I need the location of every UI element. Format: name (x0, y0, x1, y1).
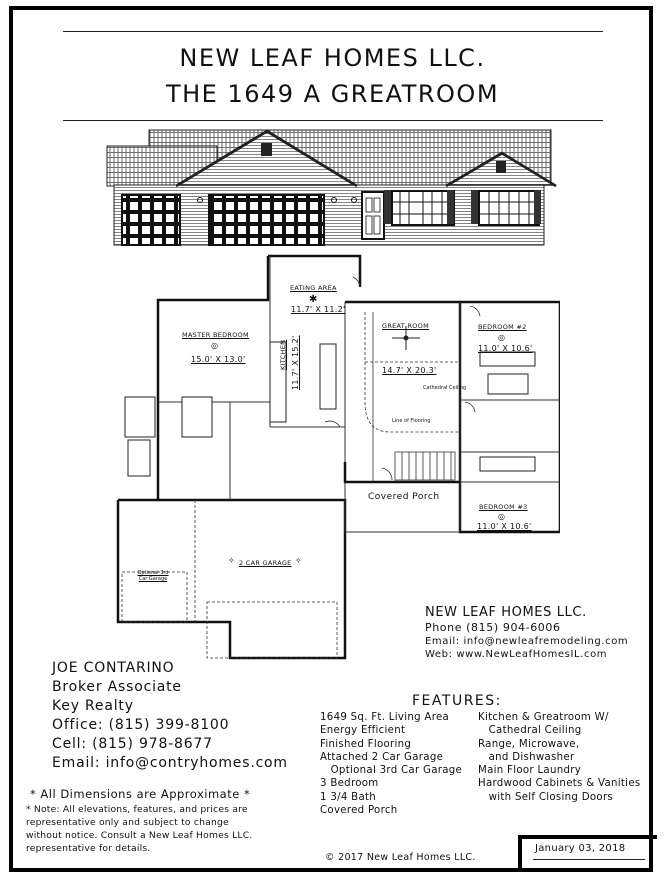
feature-item: Covered Porch (320, 805, 398, 817)
room-label-covered-porch: Covered Porch (368, 492, 440, 502)
agent-cell-phone: Cell: (815) 978-8677 (52, 736, 213, 752)
feature-item: Cathedral Ceiling (478, 725, 582, 737)
room-label-eating-area: EATING AREA (290, 284, 337, 292)
feature-item: Finished Flooring (320, 738, 412, 750)
optional-third-garage-note: Optional 3rd Car Garage (137, 570, 169, 582)
garage-light-icon: ✧ (295, 556, 302, 565)
cathedral-ceiling-note: Cathedral Ceiling (423, 385, 467, 391)
room-size-bedroom-3: 11.0' X 10.6' (477, 522, 532, 531)
ceiling-light-icon: ◎ (498, 333, 505, 342)
room-label-master-bedroom: MASTER BEDROOM (182, 331, 249, 339)
room-size-kitchen: 11.7' X 15.2' (291, 335, 300, 391)
feature-item: Main Floor Laundry (478, 765, 582, 777)
company-title: NEW LEAF HOMES LLC. (179, 44, 486, 72)
chandelier-icon: ✱ (309, 294, 318, 305)
feature-item: Range, Microwave, (478, 738, 580, 750)
feature-item: Optional 3rd Car Garage (320, 765, 463, 777)
ceiling-light-icon: ◎ (211, 341, 218, 350)
company-name: NEW LEAF HOMES LLC. (425, 605, 587, 620)
features-list-left: 1649 Sq. Ft. Living Area Energy Efficien… (320, 711, 462, 817)
garage-light-icon: ✧ (228, 556, 235, 565)
agent-office-phone: Office: (815) 399-8100 (52, 717, 230, 733)
room-label-great-room: GREAT ROOM (382, 322, 429, 330)
ceiling-light-icon: ◎ (498, 512, 505, 521)
room-label-bedroom-3: BEDROOM #3 (479, 503, 528, 511)
feature-item: Kitchen & Greatroom W/ (478, 712, 609, 723)
plan-date: January 03, 2018 (535, 843, 626, 854)
room-label-kitchen: KITCHEN (279, 339, 287, 370)
date-box (518, 835, 657, 872)
header-rule-bottom (63, 120, 603, 121)
disclaimer-line: representative only and subject to chang… (26, 817, 229, 828)
company-website[interactable]: Web: www.NewLeafHomesIL.com (425, 649, 608, 660)
room-size-eating-area: 11.7' X 11.2' (291, 305, 346, 314)
house-elevation-drawing (106, 129, 557, 246)
disclaimer-line: * Note: All elevations, features, and pr… (26, 804, 248, 815)
feature-item: 3 Bedroom (320, 778, 379, 790)
feature-item: Energy Efficient (320, 725, 406, 737)
agent-title: Broker Associate (52, 679, 182, 695)
feature-item: Hardwood Cabinets & Vanities (478, 778, 641, 790)
features-title: FEATURES: (412, 693, 502, 709)
feature-item: 1649 Sq. Ft. Living Area (320, 712, 450, 723)
room-label-garage: 2 CAR GARAGE (239, 559, 292, 567)
company-phone: Phone (815) 904-6006 (425, 621, 561, 634)
agent-company: Key Realty (52, 698, 134, 714)
disclaimer-line: without notice. Consult a New Leaf Homes… (26, 830, 253, 841)
room-size-master-bedroom: 15.0' X 13.0' (191, 355, 246, 364)
feature-item: and Dishwasher (478, 751, 575, 763)
plan-title: THE 1649 A GREATROOM (165, 80, 500, 108)
disclaimer-line: representative for details. (26, 843, 151, 854)
features-list-right: Kitchen & Greatroom W/ Cathedral Ceiling… (478, 711, 641, 804)
agent-email[interactable]: Email: info@contryhomes.com (52, 755, 288, 771)
feature-item: with Self Closing Doors (478, 791, 614, 803)
feature-item: Attached 2 Car Garage (320, 751, 444, 763)
company-email[interactable]: Email: info@newleafremodeling.com (425, 636, 629, 647)
page-border (9, 6, 653, 872)
copyright-notice: © 2017 New Leaf Homes LLC. (325, 852, 476, 863)
floor-plan-drawing (116, 254, 560, 660)
date-underline (533, 859, 645, 860)
room-size-bedroom-2: 11.0' X 10.6' (478, 344, 533, 353)
feature-item: 1 3/4 Bath (320, 791, 377, 803)
room-label-bedroom-2: BEDROOM #2 (478, 323, 527, 331)
header-rule-top (63, 31, 603, 32)
agent-name: JOE CONTARINO (52, 660, 175, 676)
dimensions-disclaimer: * All Dimensions are Approximate * (30, 787, 251, 801)
room-size-great-room: 14.7' X 20.3' (382, 366, 437, 375)
line-of-flooring-note: Line of Flooring (392, 418, 431, 424)
